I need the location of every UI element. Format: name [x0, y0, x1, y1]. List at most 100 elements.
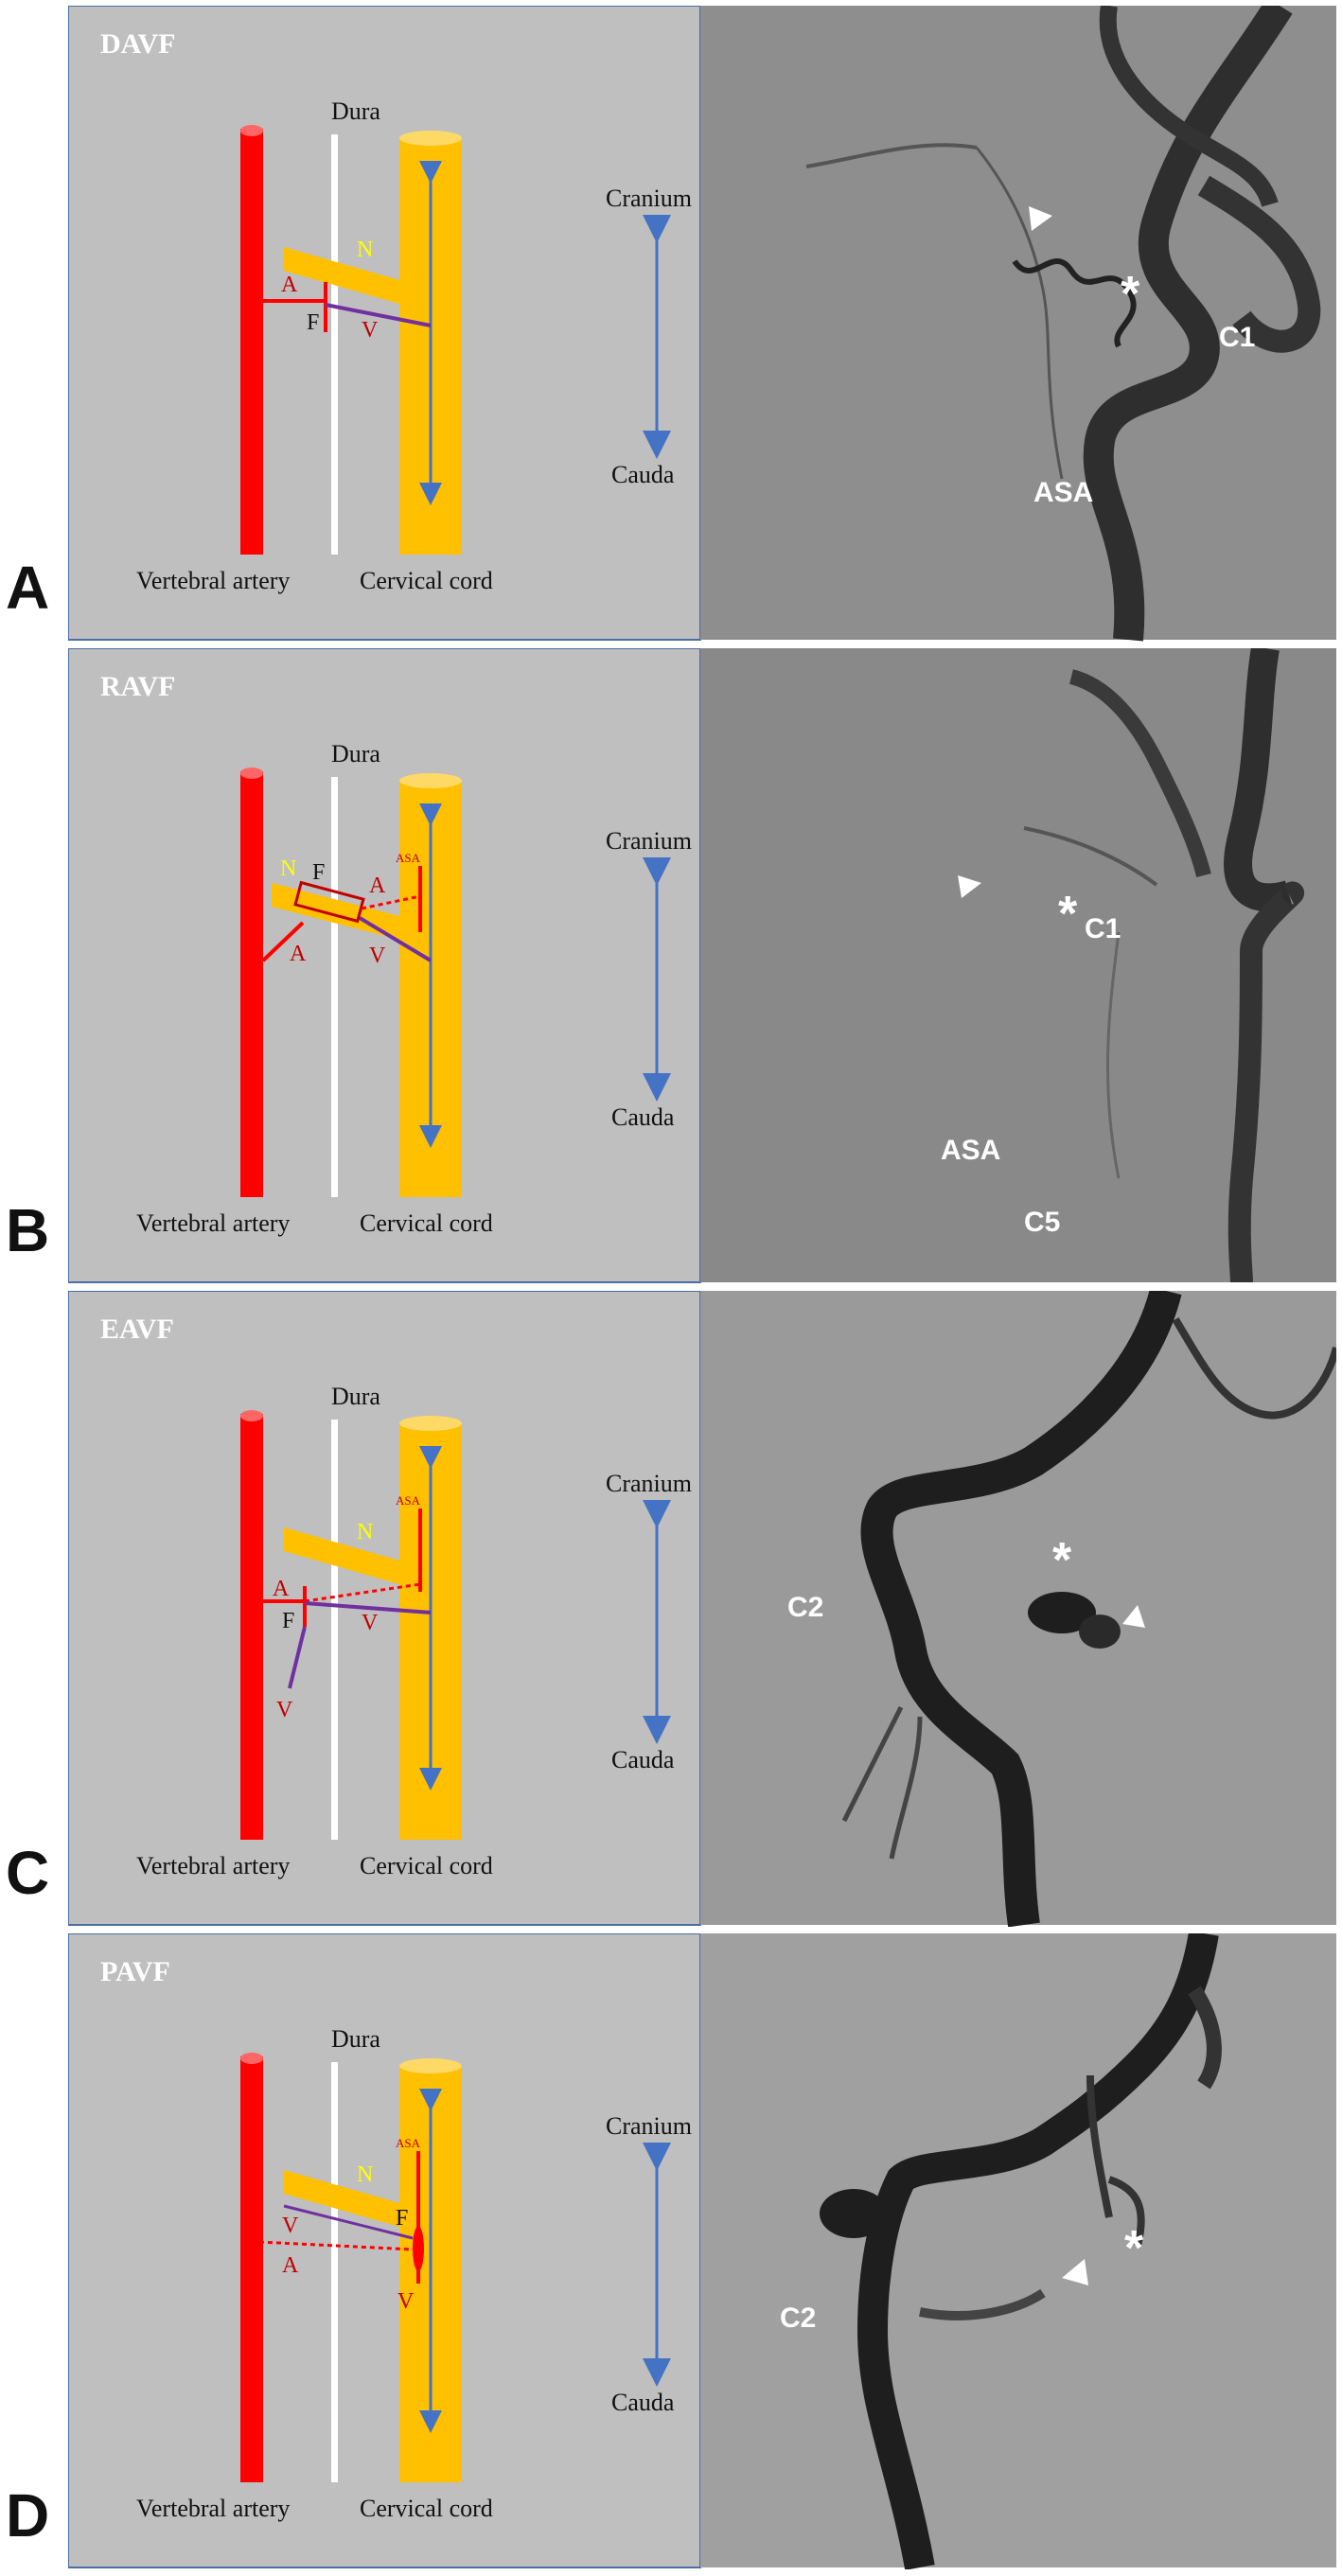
- vein-label: V: [282, 2214, 299, 2238]
- vertebral-artery-vessel: [860, 1291, 1182, 1927]
- cervical-cord-top: [399, 1416, 462, 1431]
- fistula-nidus: [1012, 258, 1137, 348]
- vertebral-artery-label: Vertebral artery: [136, 1209, 290, 1237]
- schematic-background: [68, 1933, 701, 2568]
- dura-label: Dura: [331, 97, 380, 125]
- nerve-root: [284, 247, 399, 304]
- artery-label: A: [369, 873, 386, 898]
- angiogram-image: [700, 6, 1336, 640]
- vertebral-artery: [240, 1414, 263, 1840]
- vertebral-artery-top: [240, 1410, 263, 1421]
- cranium-label: Cranium: [606, 827, 692, 855]
- small-vessel: [1023, 826, 1158, 887]
- vessel-loop: [1197, 175, 1321, 353]
- panel-c: EAVF Dura N ASA A F V V Cranium Cauda Ve…: [6, 1291, 1336, 1927]
- small-vessel-2: [805, 143, 978, 168]
- dura-line: [331, 777, 338, 1197]
- vessel-branch: [1099, 6, 1279, 207]
- cervical-cord-label: Cervical cord: [360, 1209, 493, 1237]
- cervical-cord-label: Cervical cord: [360, 1852, 493, 1879]
- panel-d: PAVF Dura N ASA V A F V Cranium Cauda Ve…: [6, 1933, 1336, 2569]
- vertebral-artery-vessel: [856, 1933, 1219, 2569]
- cauda-label: Cauda: [611, 1746, 675, 1773]
- nerve-root: [272, 883, 399, 940]
- asterisk-marker: *: [1121, 267, 1140, 322]
- dura-label: Dura: [331, 1383, 380, 1410]
- level-label-2: C5: [1024, 1207, 1060, 1238]
- panel-a: DAVF Dura N A F V Cranium Cauda Vertebra…: [6, 6, 1336, 642]
- artery-label: A: [273, 1577, 290, 1601]
- dura-label: Dura: [331, 740, 380, 768]
- cranium-label: Cranium: [606, 185, 692, 212]
- panel-letter: C: [6, 1839, 50, 1907]
- vein-label-2: V: [397, 2289, 415, 2314]
- level-label: C2: [780, 2303, 816, 2334]
- dura-line: [331, 2062, 338, 2482]
- asa-label: ASA: [396, 1493, 421, 1508]
- asa-connection: [258, 2240, 414, 2251]
- nerve-label: N: [357, 1520, 373, 1544]
- arrowhead-marker: [1062, 2259, 1088, 2285]
- vein-label: V: [369, 944, 386, 968]
- vessel-branch: [1172, 1316, 1336, 1420]
- venous-pouch: [1028, 1592, 1096, 1633]
- level-label: C1: [1085, 913, 1121, 944]
- schematic-background: [68, 648, 701, 1283]
- epidural-vein: [288, 1626, 307, 1689]
- cauda-label: Cauda: [611, 2389, 675, 2416]
- vertebral-artery: [240, 129, 263, 555]
- artery-label-lower: A: [290, 942, 307, 966]
- asa-connection: [304, 1582, 421, 1603]
- asterisk-marker: *: [1052, 1533, 1072, 1588]
- panel-d-canvas: PAVF Dura N ASA V A F V Cranium Cauda Ve…: [68, 1933, 1336, 2569]
- cervical-cord-top: [399, 131, 462, 146]
- cauda-label: Cauda: [611, 461, 675, 488]
- cauda-label: Cauda: [611, 1103, 675, 1131]
- nerve-label: N: [357, 2162, 373, 2187]
- draining-vein: [283, 2204, 414, 2240]
- cervical-cord-top: [399, 2058, 462, 2073]
- panel-letter: D: [6, 2481, 50, 2550]
- fistula-type-label: RAVF: [100, 671, 175, 702]
- nerve-label: N: [280, 856, 296, 881]
- vertebral-artery-label: Vertebral artery: [136, 1852, 290, 1879]
- draining-vein: [304, 1601, 432, 1614]
- panel-letter: A: [6, 554, 50, 622]
- vein-label: V: [362, 1611, 379, 1635]
- vertebral-artery-label: Vertebral artery: [136, 2495, 290, 2522]
- fistula-label: F: [282, 1609, 294, 1633]
- vessel-branch: [1188, 1985, 1222, 2090]
- cervical-cord-label: Cervical cord: [360, 567, 493, 594]
- small-vessel-2: [919, 2288, 1046, 2320]
- small-vessels: [841, 1705, 923, 1860]
- asterisk-marker: *: [1058, 887, 1078, 942]
- fistula-label: F: [396, 2206, 408, 2231]
- vertebral-artery-vessel: [1224, 648, 1294, 912]
- fistula-type-label: EAVF: [100, 1314, 174, 1345]
- vein-label: V: [362, 318, 379, 343]
- fistula-label: F: [312, 860, 325, 885]
- fistula-type-label: DAVF: [100, 28, 175, 60]
- nerve-root: [284, 2170, 399, 2227]
- vertebral-artery: [240, 2056, 263, 2482]
- vessel-loop: [1068, 669, 1211, 877]
- fistula-point: [413, 2226, 424, 2271]
- nerve-root: [284, 1527, 399, 1584]
- angiogram-image: [700, 648, 1336, 1282]
- panel-letter: B: [6, 1196, 50, 1264]
- angiogram-image: [700, 1933, 1336, 2567]
- asa-connection: [361, 894, 421, 910]
- dura-line: [331, 1420, 338, 1840]
- arrowhead-marker: [1029, 206, 1052, 231]
- asterisk-marker: *: [1124, 2221, 1144, 2276]
- vertebral-artery-top: [240, 768, 263, 779]
- dura-line: [331, 134, 338, 555]
- level-label: C1: [1219, 322, 1255, 353]
- arrowhead-marker: [958, 875, 981, 898]
- vertebral-artery: [240, 771, 263, 1197]
- vessel-descending: [1227, 881, 1304, 1283]
- vessel-label: ASA: [1033, 477, 1093, 508]
- small-vessels: [1086, 2074, 1145, 2247]
- vessel-loop: [820, 2189, 888, 2238]
- panel-a-canvas: DAVF Dura N A F V Cranium Cauda Vertebra…: [68, 6, 1336, 642]
